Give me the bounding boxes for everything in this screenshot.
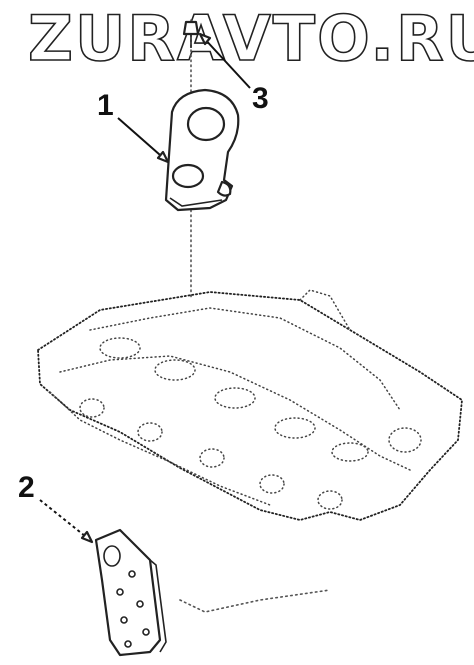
cylinder-head (37, 289, 463, 521)
callout-1-label: 1 (97, 89, 114, 122)
callout-1: 1 (97, 89, 170, 164)
watermark-text: ZURAVTO.RU (28, 2, 474, 75)
lifting-bracket-part-1 (164, 88, 240, 212)
bolt-part-3 (182, 20, 200, 48)
front-plate-part-2 (94, 528, 167, 657)
assembly-centerline-lower (179, 589, 331, 613)
callout-2-leader (39, 499, 91, 541)
callout-2: 2 (18, 471, 94, 544)
callout-3-leader (201, 35, 251, 89)
callout-3: 3 (198, 32, 269, 115)
callout-3-label: 3 (252, 82, 269, 115)
callout-2-label: 2 (18, 471, 35, 504)
